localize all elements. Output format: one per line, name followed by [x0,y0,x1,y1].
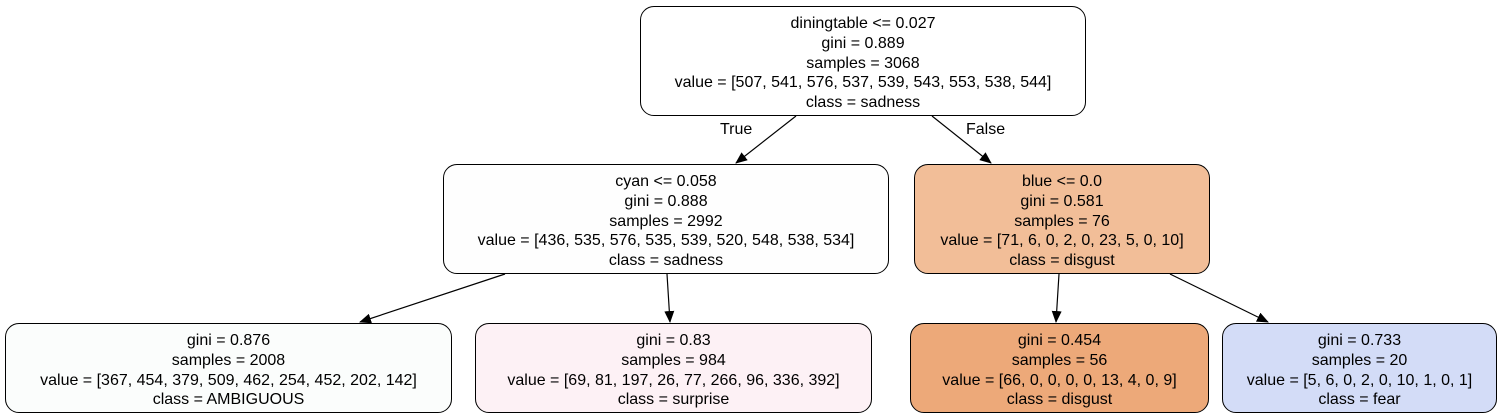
node-class: class = fear [1318,391,1401,409]
leaf-node: gini = 0.733 samples = 20 value = [5, 6,… [1222,323,1497,413]
node-value: value = [5, 6, 0, 2, 0, 10, 1, 0, 1] [1246,371,1473,389]
node-class: class = AMBIGUOUS [152,391,305,409]
node-class: class = sadness [805,94,921,112]
node-value: value = [367, 454, 379, 509, 462, 254, 4… [40,371,417,389]
edge-right-leaf3 [1051,273,1062,323]
edge-label-true: True [720,121,753,138]
edge-left-leaf2 [664,273,675,323]
node-split: diningtable <= 0.027 [790,15,936,32]
edge-left-leaf1 [359,273,506,324]
node-split: cyan <= 0.058 [615,173,717,190]
node-gini: gini = 0.889 [821,34,905,52]
leaf-node: gini = 0.876 samples = 2008 value = [367… [5,323,452,413]
edge-root-left [735,115,797,164]
node-class: class = disgust [1009,252,1115,270]
node-gini: gini = 0.888 [624,192,708,210]
node-value: value = [436, 535, 576, 535, 539, 520, 5… [477,232,855,250]
edge-label-false: False [966,121,1006,138]
node-samples: samples = 76 [1014,212,1110,230]
node-samples: samples = 2008 [171,351,286,369]
node-samples: samples = 3068 [806,54,920,72]
node-gini: gini = 0.83 [636,332,711,349]
node-gini: gini = 0.876 [186,332,271,349]
root-node: diningtable <= 0.027 gini = 0.889 sample… [640,6,1086,116]
node-samples: samples = 984 [621,351,726,369]
leaf-node: gini = 0.83 samples = 984 value = [69, 8… [475,323,872,413]
left-node: cyan <= 0.058 gini = 0.888 samples = 299… [443,164,889,274]
edge-right-leaf4 [1169,273,1269,323]
node-samples: samples = 20 [1311,351,1408,369]
leaf-node: gini = 0.454 samples = 56 value = [66, 0… [910,323,1209,413]
node-value: value = [71, 6, 0, 2, 0, 23, 5, 0, 10] [940,232,1184,250]
node-class: class = surprise [617,391,730,409]
node-value: value = [69, 81, 197, 26, 77, 266, 96, 3… [507,371,840,389]
node-value: value = [507, 541, 576, 537, 539, 543, 5… [674,74,1052,92]
node-gini: gini = 0.733 [1317,332,1402,349]
node-class: class = sadness [608,252,724,270]
node-gini: gini = 0.581 [1020,192,1104,210]
node-value: value = [66, 0, 0, 0, 0, 13, 4, 0, 9] [942,371,1177,389]
node-samples: samples = 56 [1011,351,1108,369]
edge-root-right [931,115,992,164]
node-gini: gini = 0.454 [1017,332,1102,349]
node-samples: samples = 2992 [609,212,723,230]
node-class: class = disgust [1006,391,1113,409]
node-split: blue <= 0.0 [1021,173,1103,190]
right-node: blue <= 0.0 gini = 0.581 samples = 76 va… [914,164,1210,274]
